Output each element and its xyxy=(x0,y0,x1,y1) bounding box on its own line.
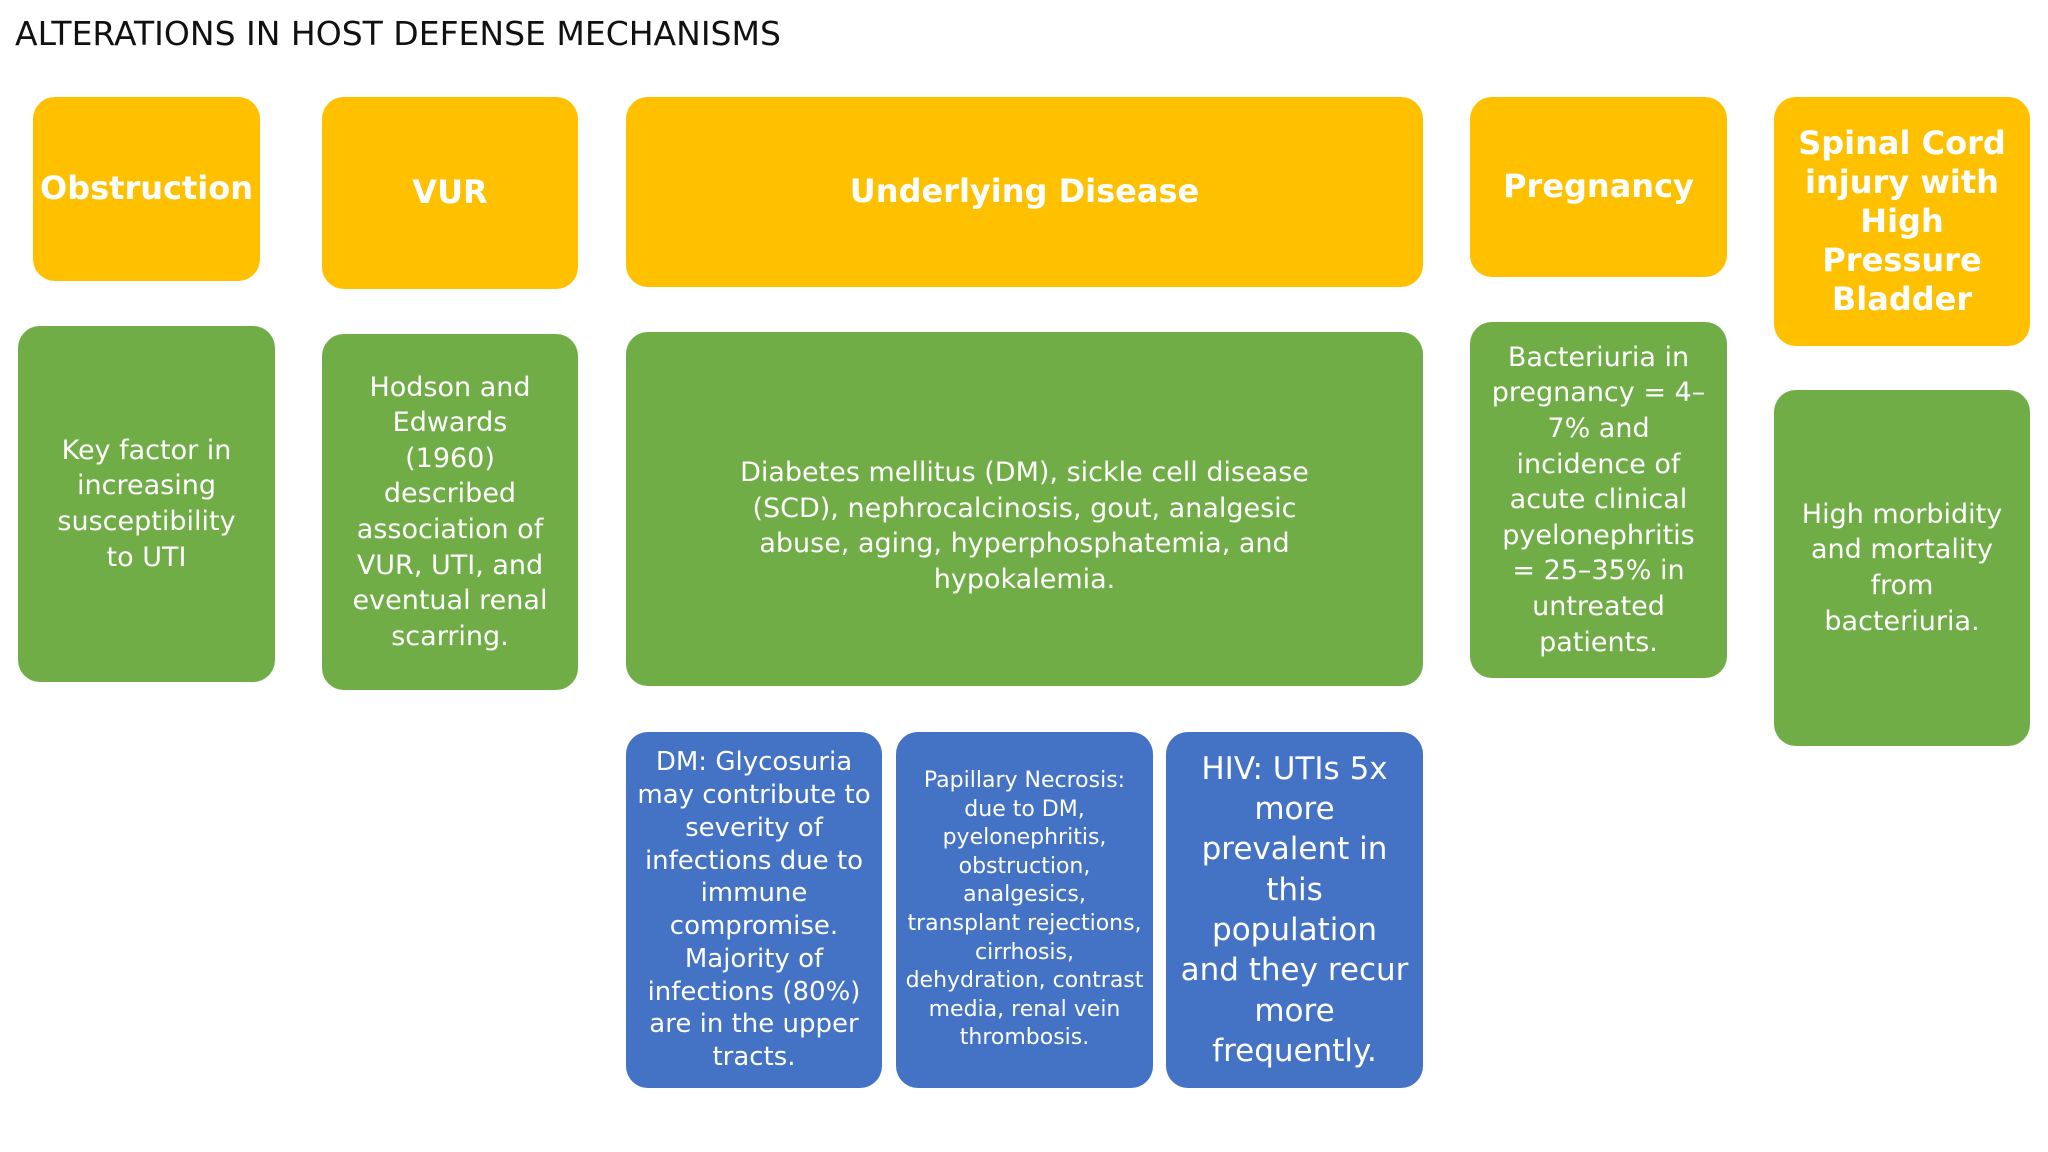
header-obstruction: Obstruction xyxy=(33,97,260,281)
sub-detail-hiv: HIV: UTIs 5x more prevalent in this popu… xyxy=(1166,732,1423,1088)
header-vur: VUR xyxy=(322,97,578,289)
header-pregnancy: Pregnancy xyxy=(1470,97,1727,277)
detail-vur: Hodson and Edwards (1960) described asso… xyxy=(322,334,578,690)
detail-spinal-cord: High morbidity and mortality from bacter… xyxy=(1774,390,2030,746)
header-underlying-disease: Underlying Disease xyxy=(626,97,1423,287)
header-spinal-cord: Spinal Cord injury with High Pressure Bl… xyxy=(1774,97,2030,346)
detail-pregnancy: Bacteriuria in pregnancy = 4–7% and inci… xyxy=(1470,322,1727,678)
detail-underlying-disease: Diabetes mellitus (DM), sickle cell dise… xyxy=(626,332,1423,686)
detail-obstruction: Key factor in increasing susceptibility … xyxy=(18,326,275,682)
sub-detail-dm: DM: Glycosuria may contribute to severit… xyxy=(626,732,882,1088)
sub-detail-papillary-necrosis: Papillary Necrosis: due to DM, pyeloneph… xyxy=(896,732,1153,1088)
page-title: ALTERATIONS IN HOST DEFENSE MECHANISMS xyxy=(15,14,781,53)
